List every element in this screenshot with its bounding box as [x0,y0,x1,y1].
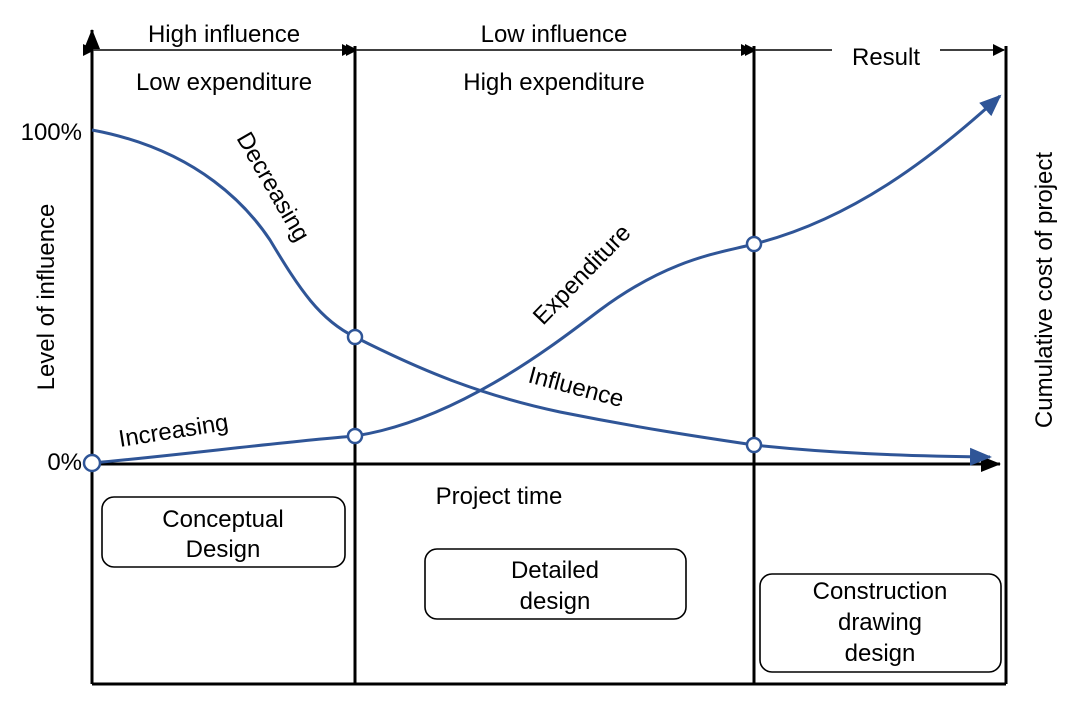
markers [82,235,763,473]
y-axis-label: Level of influence [33,204,60,391]
phase-3-header: Result [852,44,920,71]
phase-2-box-line-2: design [520,588,591,615]
phase-2-box-line-1: Detailed [511,557,599,584]
circle-marker-icon [745,235,763,253]
phase-3-box-line-1: Construction [813,578,948,605]
x-axis-label: Project time [436,483,563,510]
phase-boxes: Conceptual Design Detailed design Constr… [101,496,1002,673]
influence-label: Influence [525,362,626,413]
phase-3-box-line-3: design [845,640,916,667]
circle-marker-icon [745,436,763,454]
phase-headers: High influence Low expenditure Low influ… [130,18,920,96]
circle-marker-icon [82,453,102,473]
y-tick-100: 100% [21,119,82,146]
expenditure-label: Expenditure [528,219,636,330]
decreasing-annotation: Decreasing [231,128,315,247]
phase-2-header: Low influence [481,21,628,48]
influence-curve [91,128,992,466]
phase-box-construction [759,573,1002,673]
phase-1-subheader: Low expenditure [136,69,312,96]
phase-3-box-line-2: drawing [838,609,922,636]
phase-1-box-line-2: Design [186,536,261,563]
expenditure-curve [91,94,1002,465]
phase-1-box-line-1: Conceptual [162,506,283,533]
phase-1-header: High influence [148,21,300,48]
phase-box-detailed [424,548,687,620]
axis-labels: 100% 0% Level of influence Cumulative co… [21,119,1058,510]
header-mask-2 [462,18,646,46]
phase-2-subheader: High expenditure [463,69,644,96]
curve-annotations: Decreasing Expenditure Influence Increas… [117,128,637,453]
header-mask-1 [130,18,320,46]
circle-marker-icon [346,328,364,346]
curves [91,94,1002,466]
axes [84,29,1008,686]
phase-box-conceptual [101,496,346,568]
circle-marker-icon [346,427,364,445]
increasing-annotation: Increasing [117,409,231,453]
right-axis-label: Cumulative cost of project [1031,152,1058,428]
y-tick-0: 0% [47,449,82,476]
